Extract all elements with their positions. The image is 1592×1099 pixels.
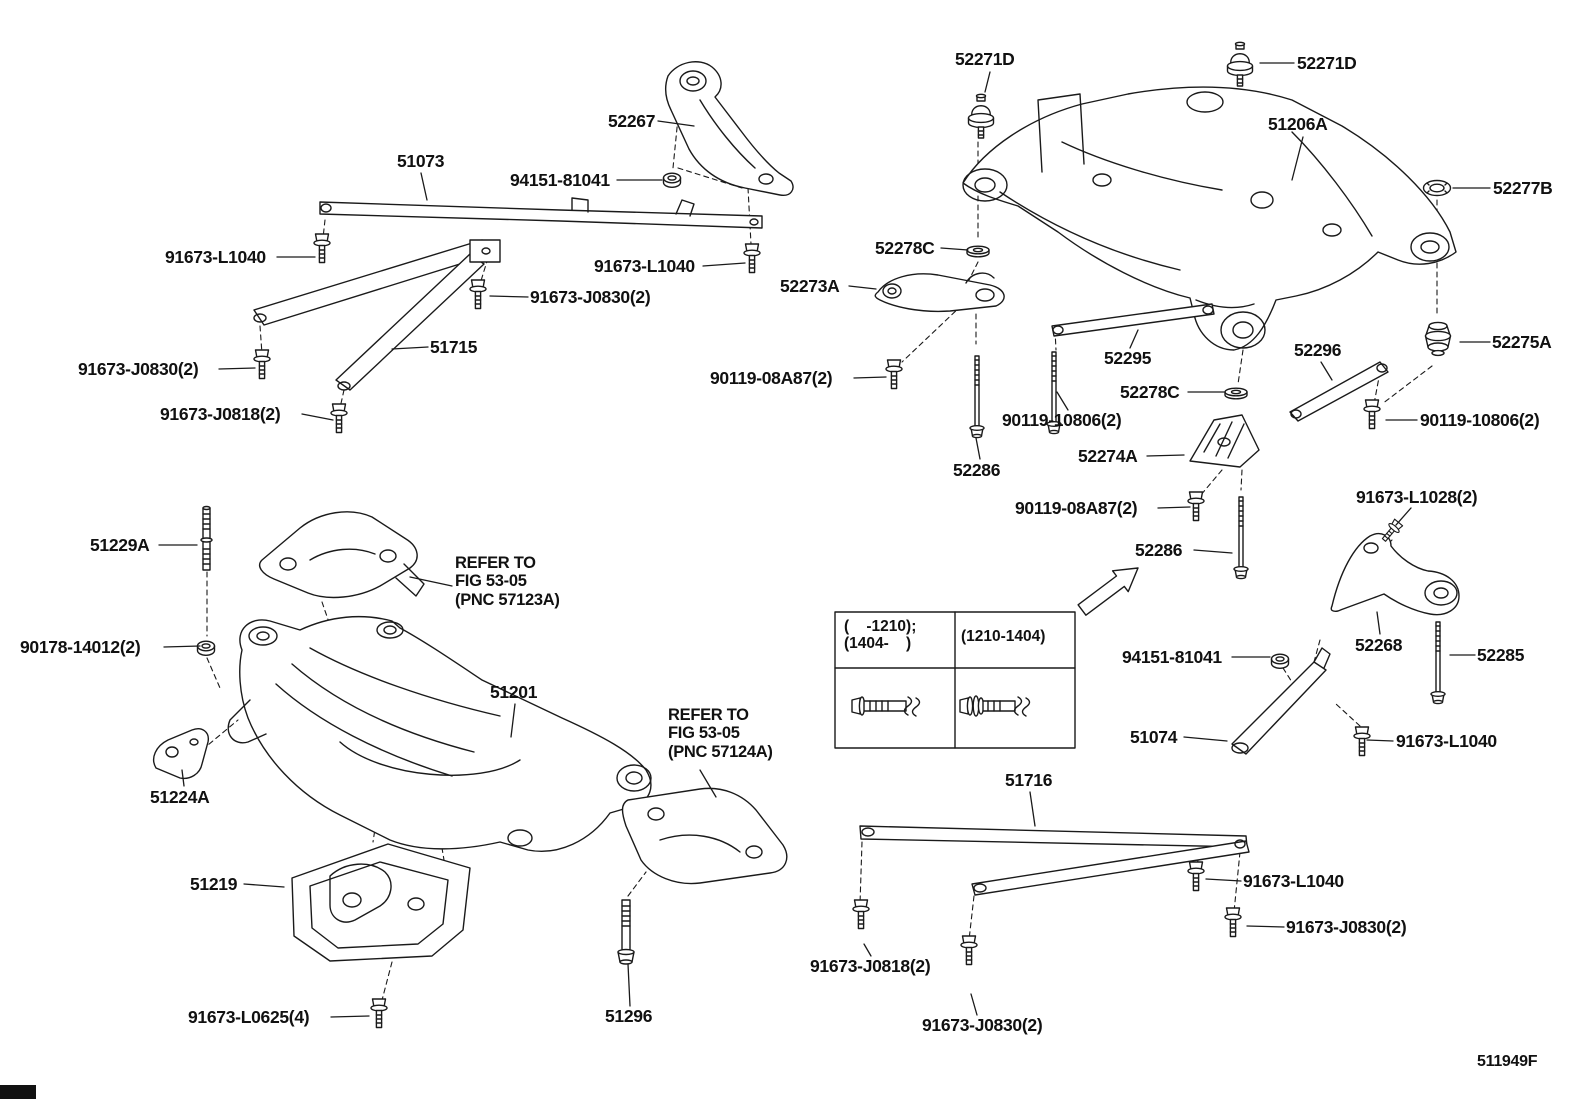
figure-code: 511949F [1477,1053,1538,1070]
part-label-52286-b: 52286 [1135,540,1183,560]
leader-lines [158,62,1491,1018]
part-label-52271d-a: 52271D [955,49,1015,69]
part-label-52275a: 52275A [1492,332,1552,352]
part-label-90119-10806-a: 90119-10806(2) [1002,410,1122,430]
part-label-91673-j0818-a: 91673-J0818(2) [160,404,281,424]
part-label-91673-l1040-a: 91673-L1040 [165,247,266,267]
part-label-91673-l1028: 91673-L1028(2) [1356,487,1478,507]
part-51206A-rear-suspension-member [962,86,1457,351]
inset-left-cell-range: ( -1210); (1404- ) [844,618,917,653]
part-label-52296: 52296 [1294,340,1342,360]
part-label-91673-l1040-b: 91673-L1040 [594,256,695,276]
part-57124A-bracket [621,787,788,885]
part-label-51201: 51201 [490,682,538,702]
part-label-52277b: 52277B [1493,178,1553,198]
part-label-51206a: 51206A [1268,114,1328,134]
part-51073-brace [319,197,763,229]
part-51229A-stud [200,505,213,571]
part-52274A-bracket [1189,414,1260,468]
part-label-90119-08a87-a: 90119-08A87(2) [710,368,833,388]
direction-arrow [1077,567,1139,616]
part-52273A-arm [874,272,1005,313]
part-label-52278c-a: 52278C [875,238,935,258]
part-label-90178-14012: 90178-14012(2) [20,637,141,657]
variant-inset-box [834,611,1076,749]
refer-note-57124a: REFER TO FIG 53-05 (PNC 57124A) [668,706,773,761]
part-label-52274a: 52274A [1078,446,1138,466]
part-label-90119-10806-b: 90119-10806(2) [1420,410,1540,430]
part-label-91673-j0830-c: 91673-J0830(2) [1286,917,1407,937]
refer-note-57123a: REFER TO FIG 53-05 (PNC 57123A) [455,554,560,609]
part-label-52267: 52267 [608,111,656,131]
part-52267-bracket [664,61,794,196]
part-52296-bar [1289,361,1389,422]
part-label-91673-j0830-d: 91673-J0830(2) [922,1015,1043,1035]
part-52268-arm [1330,532,1460,616]
part-label-51219: 51219 [190,874,238,894]
part-51716-v-brace [859,825,1250,896]
part-label-52273a: 52273A [780,276,840,296]
part-label-51074: 51074 [1130,727,1178,747]
part-label-52271d-b: 52271D [1297,53,1357,73]
part-57123A-bracket [258,511,425,599]
part-52295-bar [1051,303,1215,337]
part-label-51716: 51716 [1005,770,1053,790]
part-label-91673-l1040-c: 91673-L1040 [1396,731,1497,751]
part-label-51229a: 51229A [90,535,150,555]
part-label-91673-j0818-b: 91673-J0818(2) [810,956,931,976]
part-51224A-bracket [152,728,209,780]
part-51074-brace [1231,647,1331,755]
part-label-52295: 52295 [1104,348,1152,368]
part-51715-v-brace [253,239,501,391]
part-label-51296: 51296 [605,1006,653,1026]
part-label-94151-81041-a: 94151-81041 [510,170,610,190]
corner-crop-artifact [0,1085,36,1099]
part-label-52285: 52285 [1477,645,1525,665]
part-51219-lower-plate [291,843,471,962]
part-label-90119-08a87-b: 90119-08A87(2) [1015,498,1138,518]
part-label-91673-j0830-b: 91673-J0830(2) [78,359,199,379]
part-label-51073: 51073 [397,151,445,171]
part-51201-front-crossmember [227,615,652,852]
inset-right-cell-range: (1210-1404) [961,628,1046,645]
part-label-51715: 51715 [430,337,478,357]
part-label-91673-j0830-a: 91673-J0830(2) [530,287,651,307]
part-label-94151-81041-b: 94151-81041 [1122,647,1222,667]
part-label-51224a: 51224A [150,787,210,807]
part-label-52278c-b: 52278C [1120,382,1180,402]
part-label-52268: 52268 [1355,635,1403,655]
part-label-91673-l1040-d: 91673-L1040 [1243,871,1344,891]
part-51296-stud [617,899,635,965]
part-label-91673-l0625: 91673-L0625(4) [188,1007,310,1027]
part-label-52286-a: 52286 [953,460,1001,480]
